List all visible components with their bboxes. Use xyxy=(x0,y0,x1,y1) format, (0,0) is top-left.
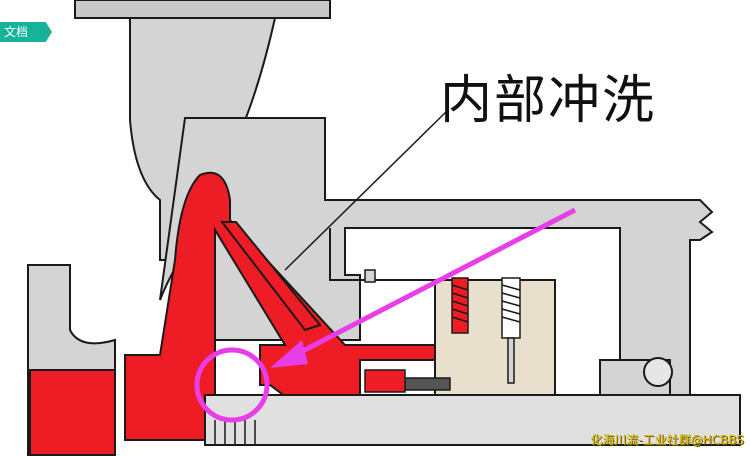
flush-arrow-icon xyxy=(270,207,577,368)
callout-circle-icon xyxy=(194,347,270,423)
diagonal-rib xyxy=(219,221,322,332)
diagram-title: 内部冲洗 xyxy=(440,71,657,131)
seal-ring-red xyxy=(364,369,406,393)
seal-gland xyxy=(434,279,556,401)
bolt-left xyxy=(364,269,376,283)
spring-left xyxy=(451,277,469,334)
watermark: 化海川流-工业社群@HCBBS xyxy=(590,433,744,447)
shaft xyxy=(204,394,741,446)
title-leader-line xyxy=(284,109,449,271)
impeller-red-channel xyxy=(124,171,441,441)
top-pipe xyxy=(74,0,331,19)
shaft-threads xyxy=(214,420,256,445)
spring-right xyxy=(501,277,521,384)
left-red-block xyxy=(29,369,116,456)
bearing-ball xyxy=(643,357,673,387)
seal-ring-dark xyxy=(399,377,451,391)
doc-badge: 文档 xyxy=(0,22,52,42)
